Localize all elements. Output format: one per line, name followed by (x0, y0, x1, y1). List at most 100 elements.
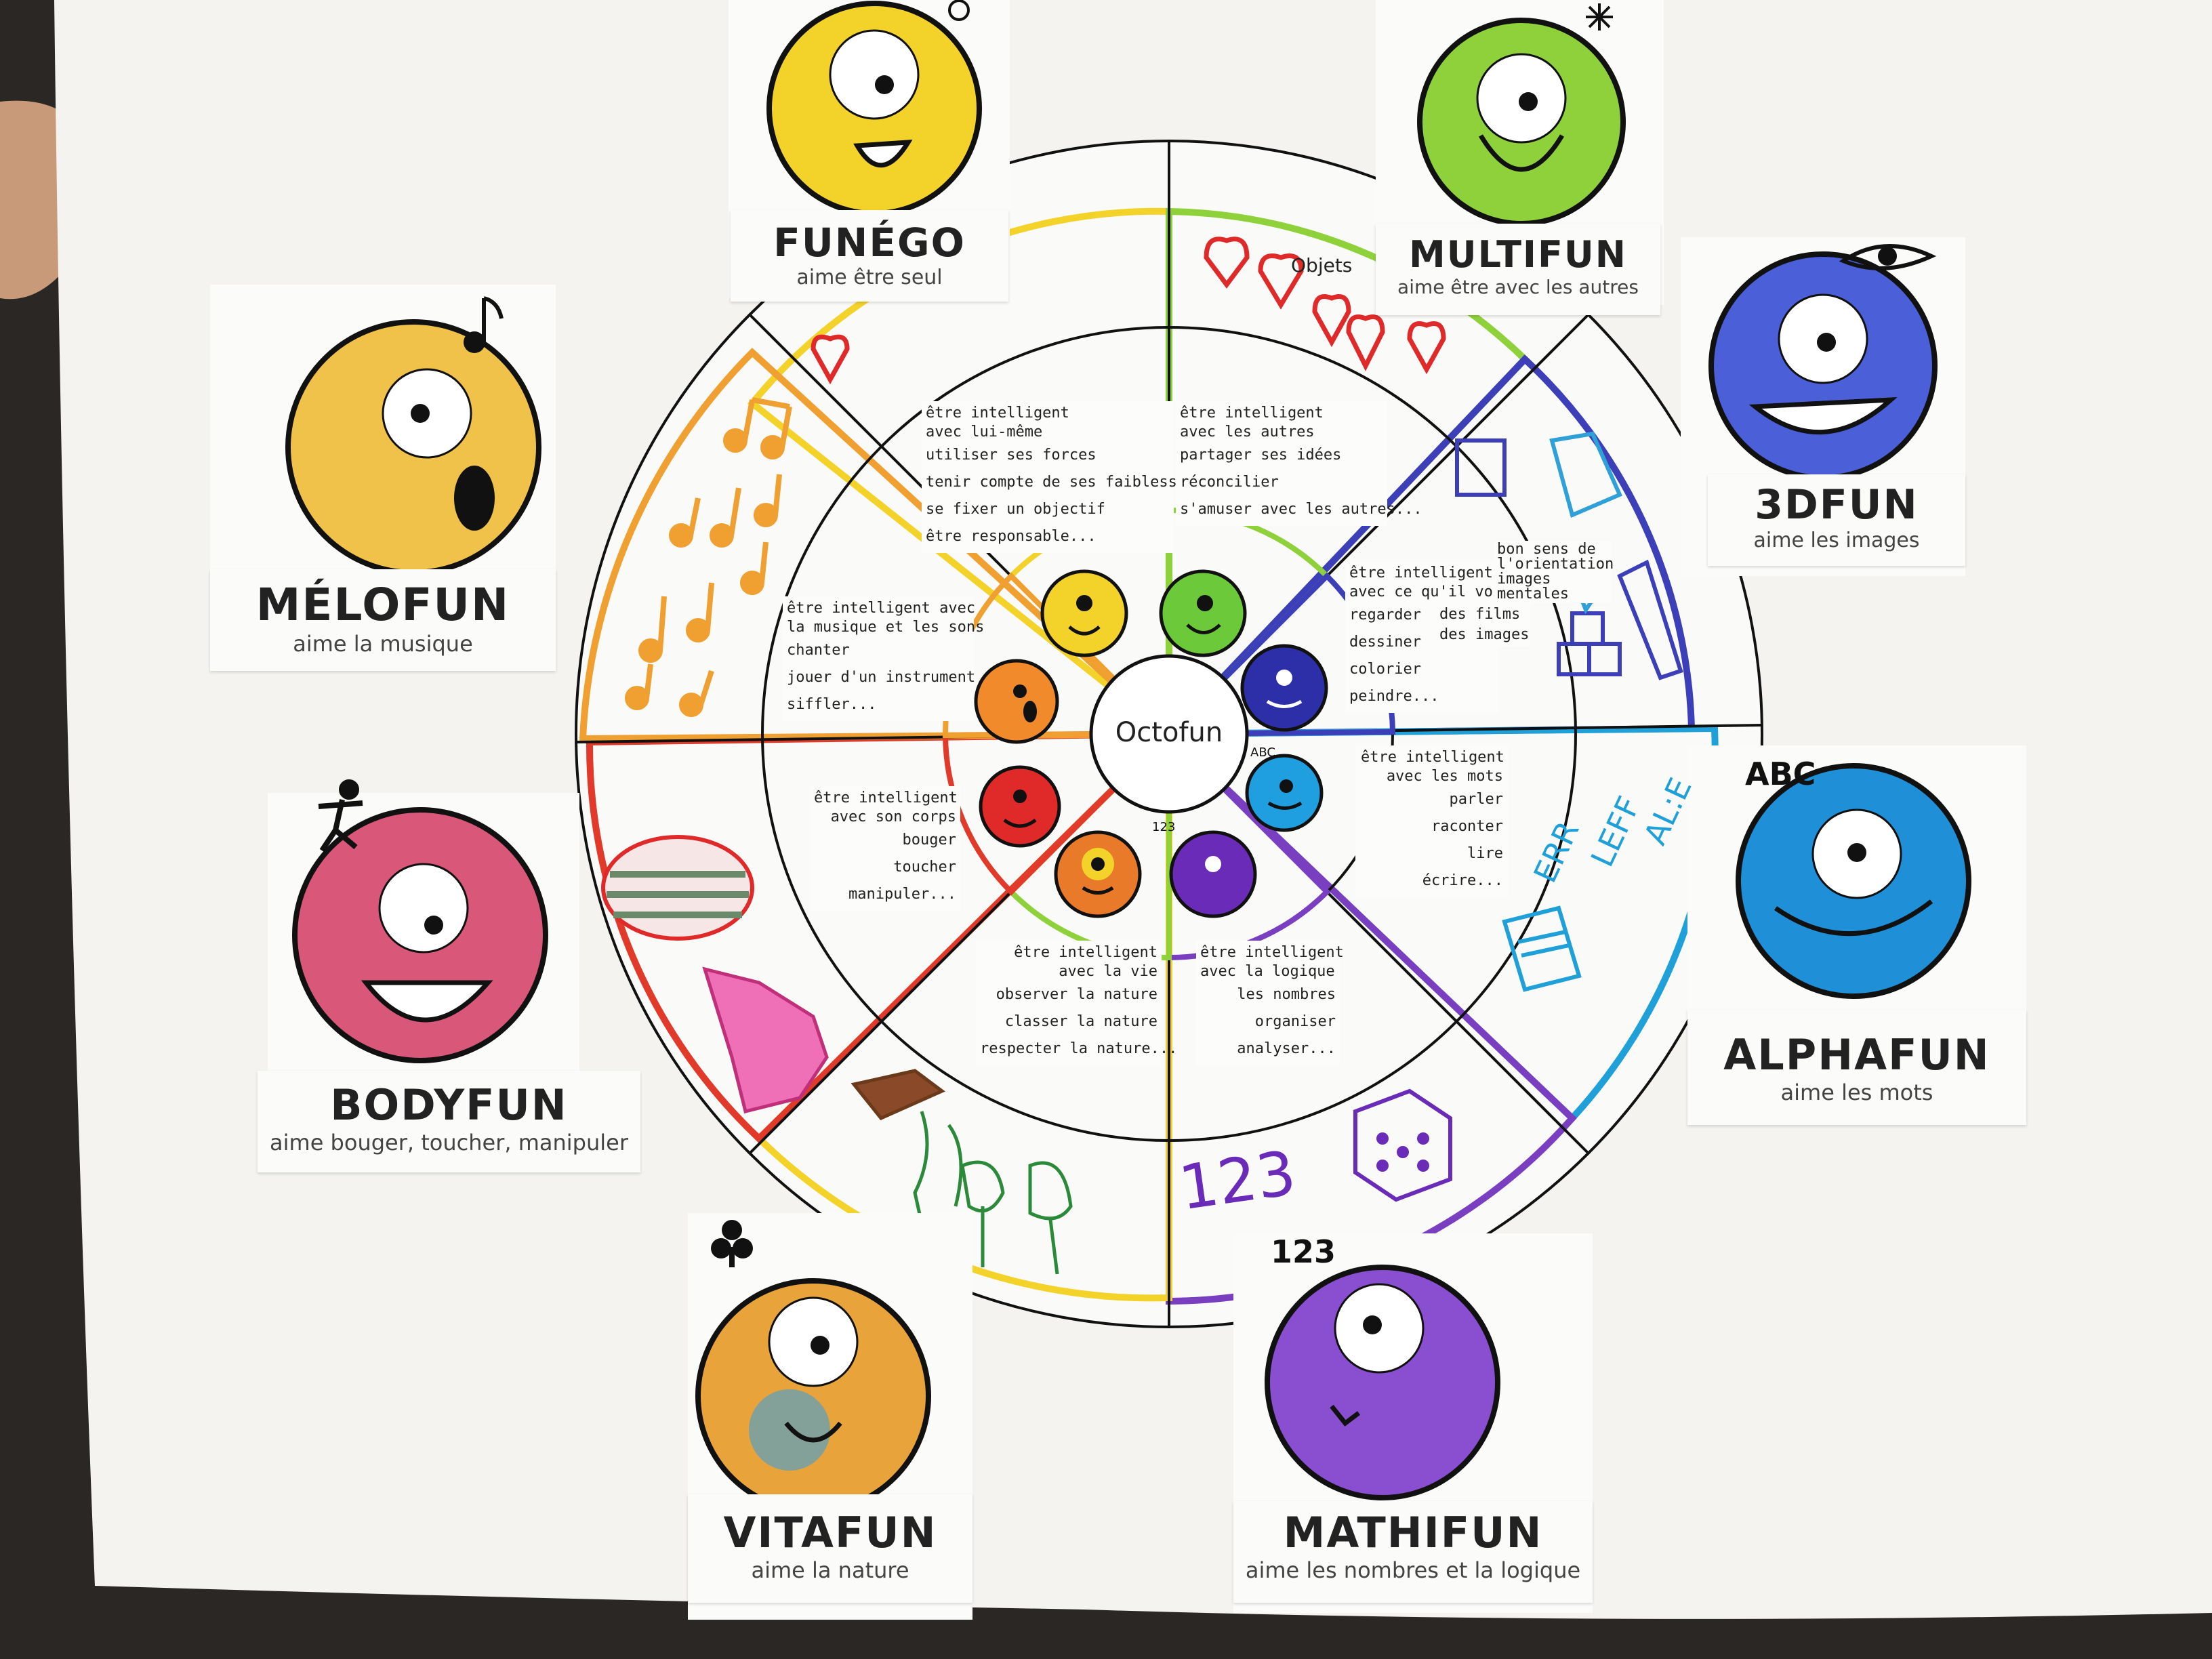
character-name: MULTIFUN (1409, 233, 1627, 276)
note-item: utiliser ses forces (926, 447, 1097, 464)
note-item: respecter la nature... (980, 1040, 1178, 1057)
label-mathifun: MATHIFUN aime les nombres et la logique (1233, 1501, 1593, 1603)
note-item: classer la nature (1004, 1013, 1158, 1030)
note-heading: être intelligent avec (787, 600, 976, 617)
note-item: dessiner (1349, 634, 1421, 651)
mini-face-multifun (1159, 569, 1247, 657)
sector-multifun-outline (1166, 207, 1530, 743)
note-heading: avec lui-même (926, 424, 1043, 441)
note-item: analyser... (1237, 1040, 1336, 1057)
drawing-music-notes (625, 397, 792, 717)
note-3dfun-branch-orientation: bon sens de l'orientation images mentale… (1494, 541, 1614, 603)
note-heading: être intelligent (1361, 749, 1504, 766)
label-melofun: MÉLOFUN aime la musique (210, 569, 556, 671)
character-subtitle: aime être avec les autres (1397, 276, 1639, 298)
character-name: FUNÉGO (773, 220, 966, 266)
mini-face-bodyfun (979, 765, 1061, 848)
note-item: les nombres (1237, 986, 1336, 1003)
note-melofun: être intelligent avec la musique et les … (783, 596, 985, 721)
note-multifun: être intelligent avec les autres partage… (1176, 401, 1422, 526)
character-subtitle: aime les mots (1780, 1080, 1933, 1105)
note-item: tenir compte de ses faiblesses (926, 474, 1195, 491)
drawing-hearts (811, 237, 1446, 385)
drawing-alpha-book (1502, 905, 1582, 992)
character-subtitle: aime les nombres et la logique (1245, 1557, 1581, 1583)
note-item: se fixer un objectif (926, 501, 1105, 518)
mini-face-alphafun (1245, 754, 1324, 832)
note-branch: des films (1439, 606, 1521, 623)
note-heading: avec ce qu'il voit (1349, 583, 1511, 600)
label-vitafun: VITAFUN aime la nature (688, 1494, 972, 1603)
note-item: écrire... (1422, 872, 1503, 889)
note-item: manipuler... (848, 886, 956, 903)
note-item: réconcilier (1180, 474, 1279, 491)
label-multifun: MULTIFUN aime être avec les autres (1376, 224, 1660, 315)
note-item: siffler... (787, 696, 877, 713)
note-item: raconter (1431, 818, 1503, 835)
note-heading: être intelligent (1200, 944, 1344, 961)
label-3dfun: 3DFUN aime les images (1708, 474, 1965, 566)
multifun-drawing-caption: Objets (1291, 254, 1353, 276)
center-title: Octofun (1115, 717, 1223, 748)
note-heading: avec la logique (1200, 963, 1335, 980)
character-subtitle: aime la musique (293, 631, 473, 657)
snowflake-icon (1586, 3, 1613, 30)
mini-face-3dfun (1240, 644, 1328, 732)
drawing-trees-and-bird (851, 1069, 1073, 1275)
note-item: peindre... (1349, 688, 1439, 705)
mini-face-funego (1040, 569, 1128, 657)
eye-icon (1839, 244, 1937, 270)
note-item: colorier (1349, 661, 1421, 678)
note-heading: avec les autres (1180, 424, 1315, 441)
note-item: observer la nature (996, 986, 1158, 1003)
mini-badge-123: 123 (1152, 820, 1176, 834)
dancer-icon (318, 779, 363, 853)
note-funego: être intelligent avec lui-même utiliser … (922, 401, 1195, 553)
inner-wedge-bodyfun (942, 731, 1176, 896)
music-note-icon (464, 296, 504, 353)
character-name: VITAFUN (723, 1508, 937, 1557)
note-bodyfun: être intelligent avec son corps bouger t… (810, 786, 960, 911)
note-heading: la musique et les sons (787, 619, 985, 636)
label-alphafun: ALPHAFUN aime les mots (1687, 1010, 2026, 1125)
note-3dfun-branch-films: des films des images (1437, 603, 1530, 647)
note-item: organiser (1254, 1013, 1336, 1030)
mini-face-mathifun (1169, 830, 1257, 918)
note-branch: images (1497, 571, 1551, 588)
inner-faces (974, 569, 1328, 918)
note-heading: être intelligent (814, 790, 958, 806)
note-branch: des images (1439, 626, 1530, 643)
note-item: chanter (787, 642, 850, 659)
sector-bodyfun-outline (586, 730, 1178, 1143)
drawing-3d-shapes (1455, 431, 1683, 680)
note-heading: être intelligent (926, 405, 1069, 422)
note-heading: être intelligent (1014, 944, 1158, 961)
note-heading: être intelligent (1349, 565, 1493, 581)
copyright-icon (948, 0, 970, 21)
character-subtitle: aime la nature (751, 1557, 909, 1583)
note-item: parler (1449, 791, 1503, 808)
sector-melofun-outline (579, 348, 1178, 743)
character-name: 3DFUN (1755, 481, 1919, 529)
note-branch: l'orientation (1497, 556, 1614, 573)
club-icon (711, 1220, 753, 1267)
note-item: jouer d'un instrument (787, 669, 976, 686)
label-bodyfun: BODYFUN aime bouger, toucher, manipuler (258, 1071, 640, 1172)
note-heading: avec les mots (1386, 768, 1503, 785)
note-branch: bon sens de (1497, 541, 1596, 558)
drawing-hand-and-oval (601, 835, 829, 1114)
abc-badge: ABC (1745, 756, 1816, 792)
note-heading: avec son corps (830, 808, 956, 825)
character-name: BODYFUN (330, 1080, 568, 1130)
note-item: regarder (1349, 607, 1421, 623)
note-vitafun: être intelligent avec la vie observer la… (976, 941, 1178, 1065)
note-item: bouger (902, 832, 956, 848)
note-item: être responsable... (926, 528, 1097, 545)
center-circle (1089, 654, 1249, 814)
note-item: s'amuser avec les autres... (1180, 501, 1422, 518)
note-item: lire (1467, 845, 1503, 862)
note-item: toucher (893, 859, 956, 876)
inner-wedge-mathifun (1166, 727, 1331, 961)
